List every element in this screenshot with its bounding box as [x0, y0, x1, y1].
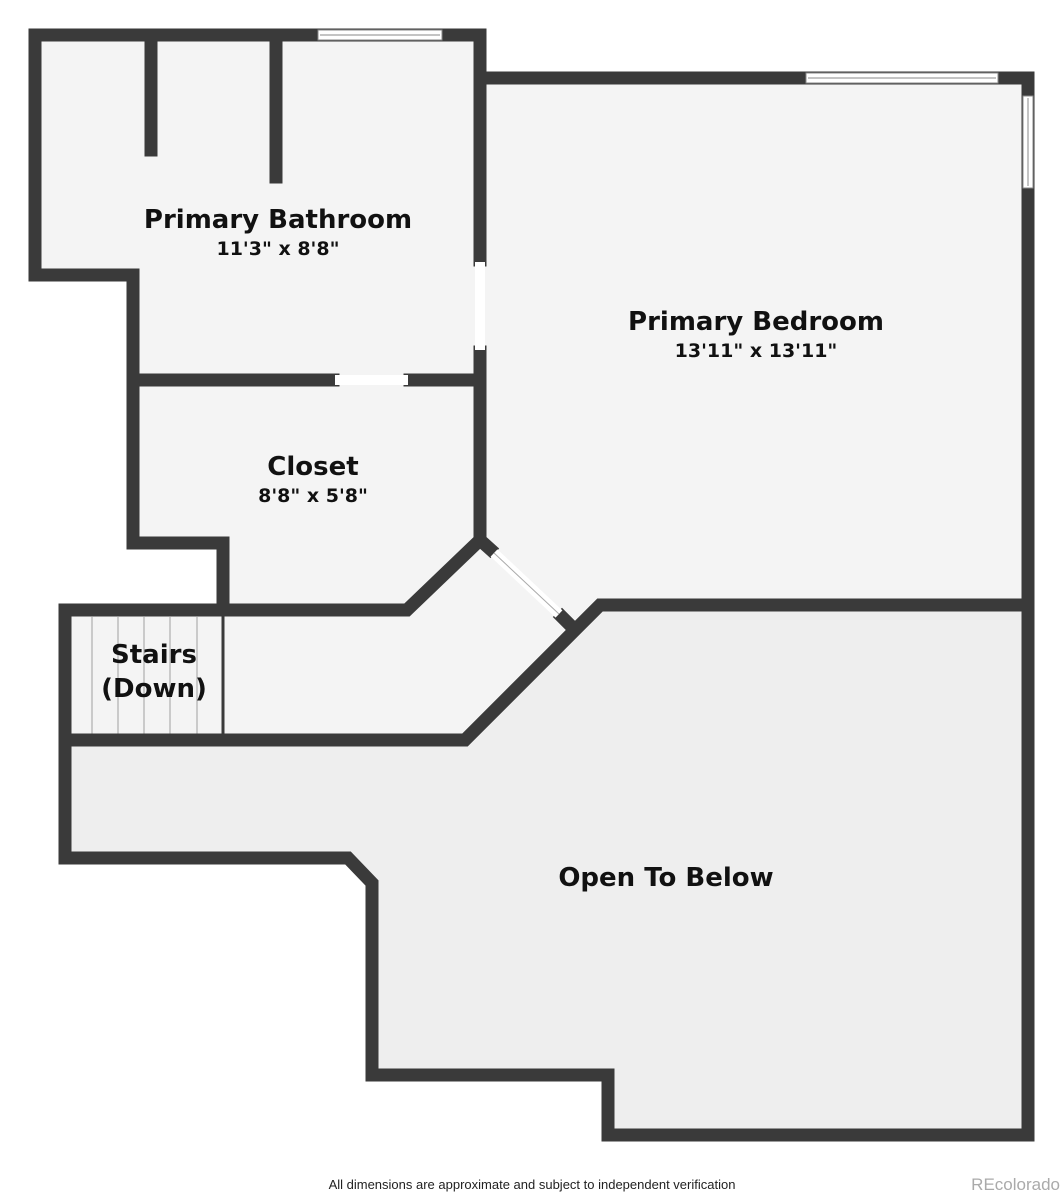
room-name: Stairs: [111, 640, 197, 670]
stair-treads: [91, 617, 198, 734]
brand-watermark: REcolorado: [971, 1175, 1060, 1194]
room-dimensions: 8'8" x 5'8": [258, 485, 368, 507]
room-label-stairs: Stairs (Down): [101, 636, 207, 704]
room-label-open-to-below: Open To Below: [558, 862, 773, 894]
room-label-closet: Closet 8'8" x 5'8": [258, 451, 368, 509]
room-dimensions: 13'11" x 13'11": [674, 340, 838, 362]
windows: [317, 29, 1034, 189]
room-name: Open To Below: [558, 863, 774, 893]
disclaimer-text: All dimensions are approximate and subje…: [328, 1177, 736, 1192]
room-name: Primary Bathroom: [143, 205, 413, 235]
open-to-below-area: [65, 605, 1028, 1135]
room-dimensions: 11'3" x 8'8": [216, 238, 340, 260]
door-opening-line: [493, 552, 560, 615]
room-name: Primary Bedroom: [628, 307, 884, 337]
room-name-sub: (Down): [101, 674, 207, 704]
room-name: Closet: [267, 452, 359, 482]
room-label-bedroom: Primary Bedroom 13'11" x 13'11": [628, 306, 884, 364]
room-label-bathroom: Primary Bathroom 11'3" x 8'8": [144, 204, 412, 262]
